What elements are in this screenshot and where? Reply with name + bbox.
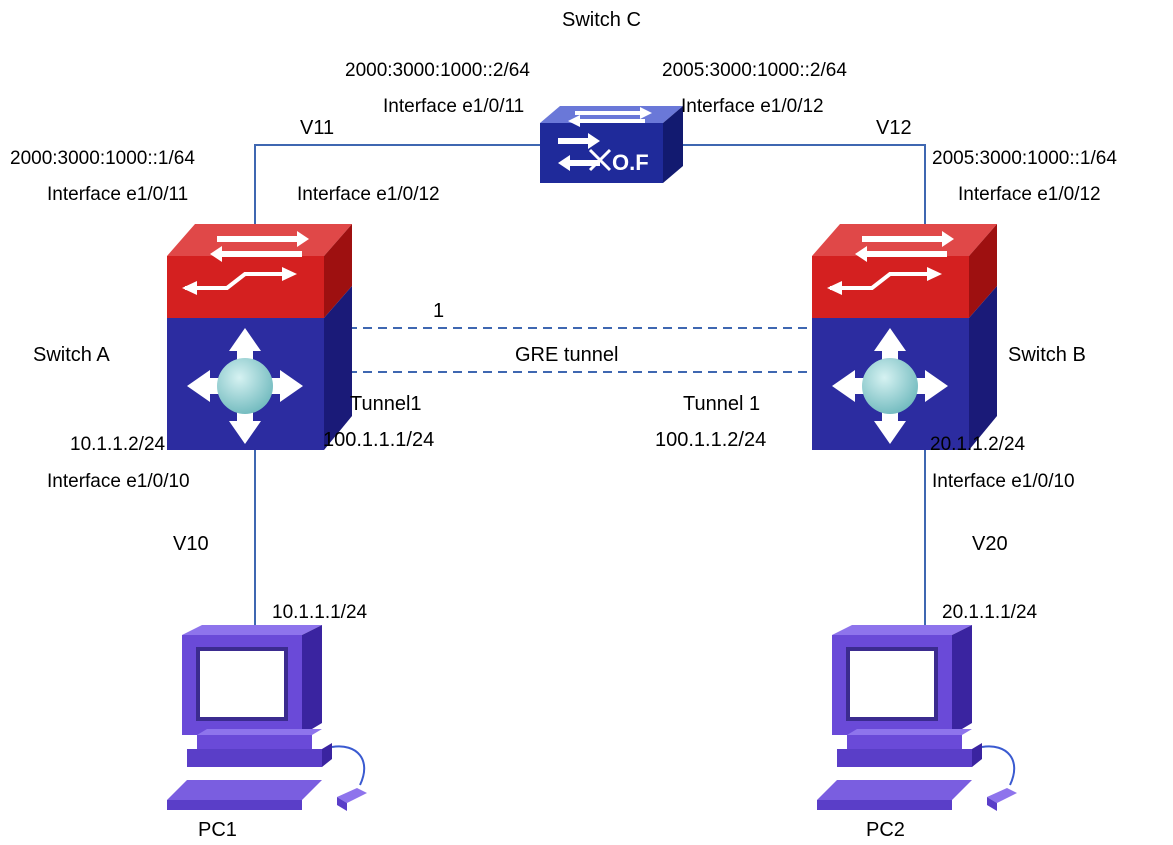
pc1-icon — [166, 624, 368, 812]
vlan-v10-label: V10 — [173, 533, 209, 555]
pc1-ip: 10.1.1.1/24 — [272, 602, 368, 623]
switch-a-label: Switch A — [33, 344, 110, 366]
switch-b-uplink-ip: 2005:3000:1000::1/64 — [932, 148, 1117, 169]
switch-c-right-ip: 2005:3000:1000::2/64 — [662, 60, 847, 81]
switch-b-icon — [810, 222, 999, 452]
pc2-ip: 20.1.1.1/24 — [942, 602, 1038, 623]
link-a-to-c — [254, 144, 540, 227]
vlan-v11-label: V11 — [300, 117, 334, 139]
switch-b-tunnel-ip: 100.1.1.2/24 — [655, 429, 766, 451]
switch-a-host-interface: Interface e1/0/10 — [47, 471, 190, 492]
gre-tunnel-label: GRE tunnel — [515, 344, 618, 366]
switch-a-tunnel-name: Tunnel1 — [350, 393, 422, 415]
switch-a-tunnel-ip: 100.1.1.1/24 — [323, 429, 434, 451]
switch-b-tunnel-name: Tunnel 1 — [683, 393, 760, 415]
switch-c-icon: O.F — [540, 106, 683, 183]
switch-a-side-interface: Interface e1/0/12 — [297, 184, 440, 205]
switch-c-right-interface: Interface e1/0/12 — [681, 96, 824, 117]
switch-b-label: Switch B — [1008, 344, 1086, 366]
switch-b-host-ip: 20.1.1.2/24 — [930, 434, 1026, 455]
switch-a-uplink-ip: 2000:3000:1000::1/64 — [10, 148, 195, 169]
pc1-label: PC1 — [198, 819, 237, 841]
switch-a-icon — [165, 222, 354, 452]
vlan-v12-label: V12 — [876, 117, 912, 139]
switch-a-uplink-interface: Interface e1/0/11 — [47, 184, 188, 205]
switch-c-label: Switch C — [562, 9, 641, 31]
link-c-to-b — [670, 144, 926, 227]
switch-b-uplink-interface: Interface e1/0/12 — [958, 184, 1101, 205]
vlan-v20-label: V20 — [972, 533, 1008, 555]
pc2-icon — [816, 624, 1018, 812]
tunnel-number-label: 1 — [433, 300, 444, 322]
switch-b-host-interface: Interface e1/0/10 — [932, 471, 1075, 492]
switch-a-host-ip: 10.1.1.2/24 — [70, 434, 166, 455]
switch-c-left-interface: Interface e1/0/11 — [383, 96, 524, 117]
switch-c-left-ip: 2000:3000:1000::2/64 — [345, 60, 530, 81]
pc2-label: PC2 — [866, 819, 905, 841]
switch-c-badge: O.F — [612, 150, 649, 175]
